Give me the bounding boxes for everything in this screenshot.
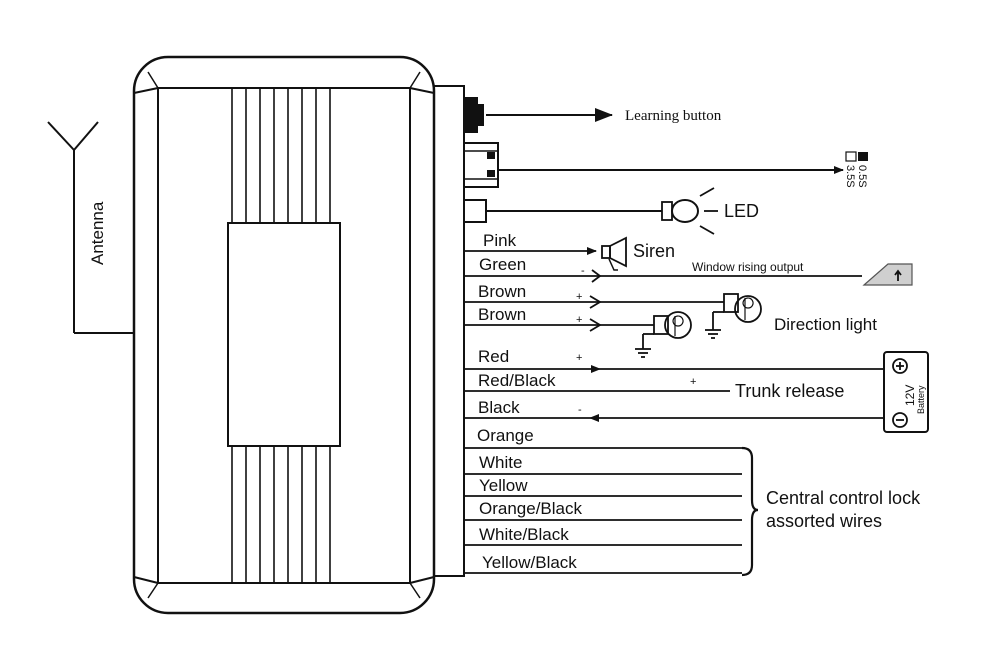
led-connector [463, 199, 487, 223]
antenna-icon [47, 121, 134, 334]
battery-voltage: 12V [903, 385, 917, 406]
wire-labels: Pink Green Brown Brown Red Red/Black Bla… [477, 231, 582, 572]
wire-label-brown-2: Brown [478, 305, 526, 324]
battery-text: 12V Battery [903, 385, 926, 414]
wire-label-green: Green [479, 255, 526, 274]
wire-label-yellow-black: Yellow/Black [482, 553, 577, 572]
window-icon [862, 263, 913, 286]
direction-light-label: Direction light [774, 315, 877, 334]
wire-label-white-black: White/Black [479, 525, 569, 544]
trunk-release-label: Trunk release [735, 381, 844, 401]
led-icon [661, 187, 718, 235]
polarity-minus-black: - [578, 404, 582, 416]
polarity-marks: - + + + + - [576, 265, 696, 416]
unit-ribs [231, 88, 331, 583]
central-lock-label-line1: Central control lock [766, 488, 921, 508]
direction-light-1-icon [705, 293, 762, 339]
polarity-plus-brown-1: + [576, 291, 582, 303]
jumper-option-0-5s: 0.5S [856, 165, 868, 188]
siren-label: Siren [633, 241, 675, 261]
polarity-plus-red: + [576, 352, 582, 364]
polarity-minus-green: - [581, 265, 585, 277]
antenna-label: Antenna [88, 201, 107, 265]
jumper-option-3-5s: 3.5S [844, 165, 856, 188]
window-output-label: Window rising output [692, 260, 804, 274]
direction-light-2-icon [600, 311, 692, 358]
green-wire-arrow [591, 269, 602, 283]
led-label: LED [724, 201, 759, 221]
polarity-plus-trunk: + [690, 376, 696, 388]
wire-label-orange: Orange [477, 426, 534, 445]
wire-lines [464, 247, 884, 574]
wire-harness-connector [433, 85, 465, 577]
brown-1-arrow [589, 295, 602, 309]
wire-label-red: Red [478, 347, 509, 366]
learning-button-label: Learning button [625, 108, 722, 124]
polarity-plus-brown-2: + [576, 314, 582, 326]
wire-label-brown-1: Brown [478, 282, 526, 301]
jumper-connector-icon[interactable] [463, 142, 499, 188]
battery-icon [883, 351, 929, 433]
central-lock-brace [741, 446, 759, 577]
battery-label: Battery [916, 385, 926, 414]
control-unit [132, 55, 436, 615]
siren-icon [601, 236, 627, 271]
wire-label-black: Black [478, 398, 520, 417]
unit-label-area [227, 222, 341, 447]
wire-label-yellow: Yellow [479, 476, 528, 495]
wire-label-orange-black: Orange/Black [479, 499, 582, 518]
wire-label-pink: Pink [483, 231, 517, 250]
jumper-settings: 0.5S 3.5S [844, 151, 868, 188]
wire-label-white: White [479, 453, 522, 472]
wire-label-red-black: Red/Black [478, 371, 556, 390]
learning-button-icon[interactable] [464, 97, 484, 133]
central-lock-label-line2: assorted wires [766, 511, 882, 531]
